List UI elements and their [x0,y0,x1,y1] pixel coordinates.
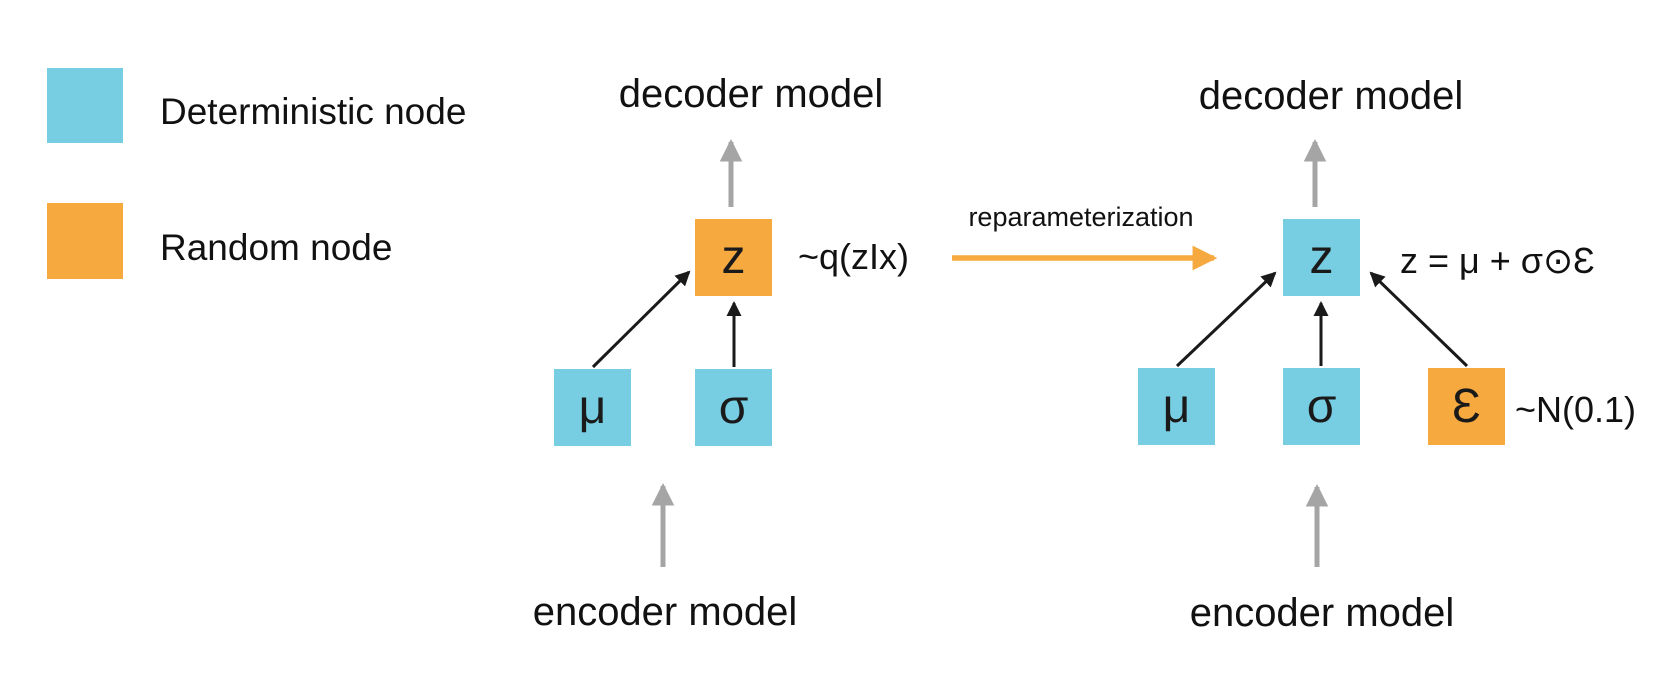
left-mu-to-z-arrow [591,270,691,369]
right-decoder-model-label: decoder model [1198,74,1464,118]
right-mu-to-z-arrow [1175,271,1277,368]
right-epsilon-node-label: Ɛ [1452,379,1481,433]
left-mu-node: μ [554,369,631,446]
right-epsilon-node: Ɛ [1428,368,1505,445]
right-mu-node-label: μ [1162,379,1191,433]
left-sigma-node: σ [695,369,772,446]
right-encoder-model-label: encoder model [1189,591,1455,635]
right-sigma-node: σ [1283,368,1360,445]
left-sigma-node-label: σ [718,380,749,434]
left-z-node: z [695,219,772,296]
right-z-node: z [1283,219,1360,296]
left-z-distribution-annotation: ~q(zIx) [798,236,910,277]
legend-swatch-deterministic-node [47,68,123,143]
right-z-formula-annotation: z = μ + σ⊙Ɛ [1400,240,1595,281]
left-z-node-label: z [721,230,746,284]
left-decoder-model-label: decoder model [618,72,884,116]
right-mu-node: μ [1138,368,1215,445]
right-epsilon-to-z-arrow [1369,271,1469,368]
legend-label-deterministic-node: Deterministic node [160,91,467,132]
reparameterization-label: reparameterization [968,202,1194,232]
right-epsilon-distribution-annotation: ~N(0.1) [1515,389,1637,430]
left-mu-node-label: μ [578,380,607,434]
right-z-node-label: z [1309,230,1334,284]
left-encoder-model-label: encoder model [532,590,798,634]
legend-label-random-node: Random node [160,227,393,268]
legend-swatch-random-node [47,203,123,279]
right-sigma-node-label: σ [1306,379,1337,433]
